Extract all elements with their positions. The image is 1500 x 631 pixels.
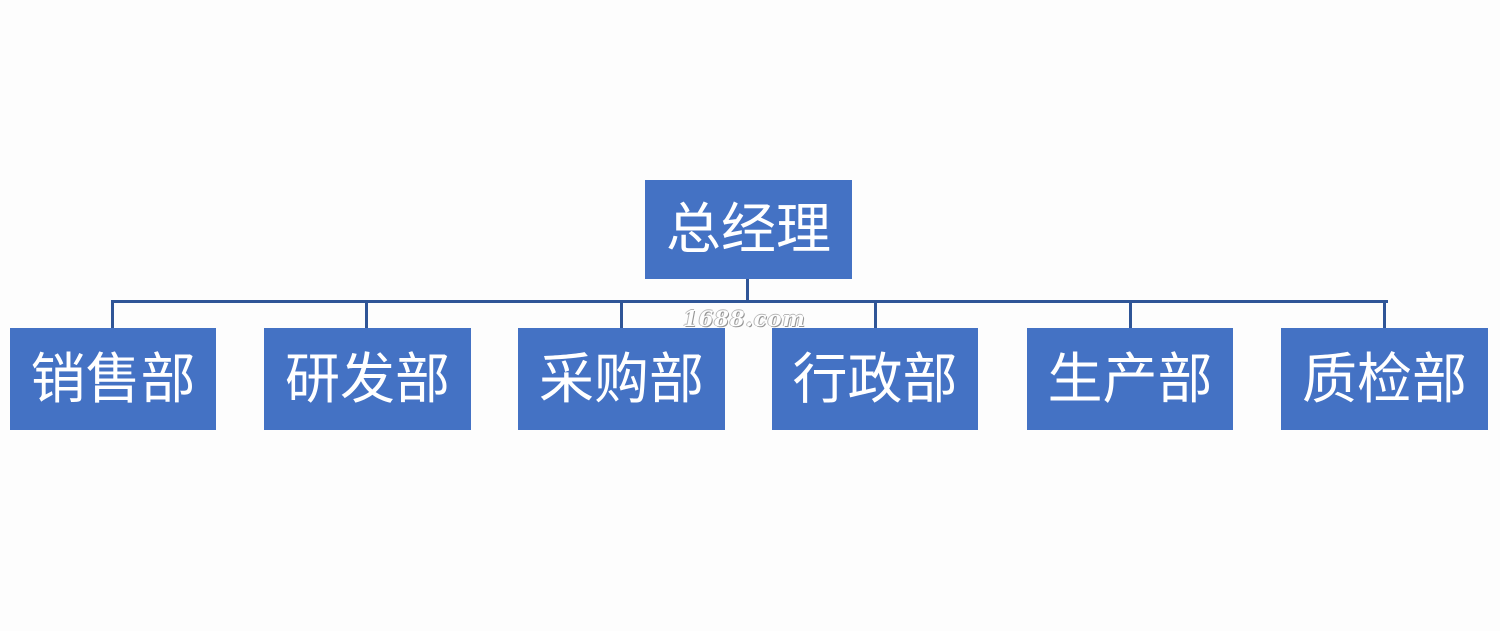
branch-connector xyxy=(620,300,623,328)
branch-connector xyxy=(365,300,368,328)
branch-connector xyxy=(111,300,114,328)
watermark-text: 1688.com xyxy=(683,306,806,331)
root-node-label: 总经理 xyxy=(665,197,831,261)
branch-connector xyxy=(1129,300,1132,328)
department-node-label: 行政部 xyxy=(792,346,958,411)
department-node-label: 研发部 xyxy=(284,346,450,411)
branch-connector xyxy=(874,300,877,328)
department-node-sales: 销售部 xyxy=(10,328,216,430)
root-connector xyxy=(746,278,749,302)
department-node-rnd: 研发部 xyxy=(264,328,471,430)
root-node-general-manager: 总经理 xyxy=(645,180,852,279)
department-node-label: 销售部 xyxy=(30,346,196,411)
department-node-label: 采购部 xyxy=(538,346,704,411)
department-node-label: 生产部 xyxy=(1047,346,1213,411)
department-node-administration: 行政部 xyxy=(772,328,978,430)
department-node-purchasing: 采购部 xyxy=(518,328,725,430)
horizontal-connector xyxy=(111,300,1388,303)
department-node-quality-inspection: 质检部 xyxy=(1281,328,1488,430)
department-node-label: 质检部 xyxy=(1301,346,1467,411)
branch-connector xyxy=(1383,300,1386,328)
department-node-production: 生产部 xyxy=(1027,328,1233,430)
